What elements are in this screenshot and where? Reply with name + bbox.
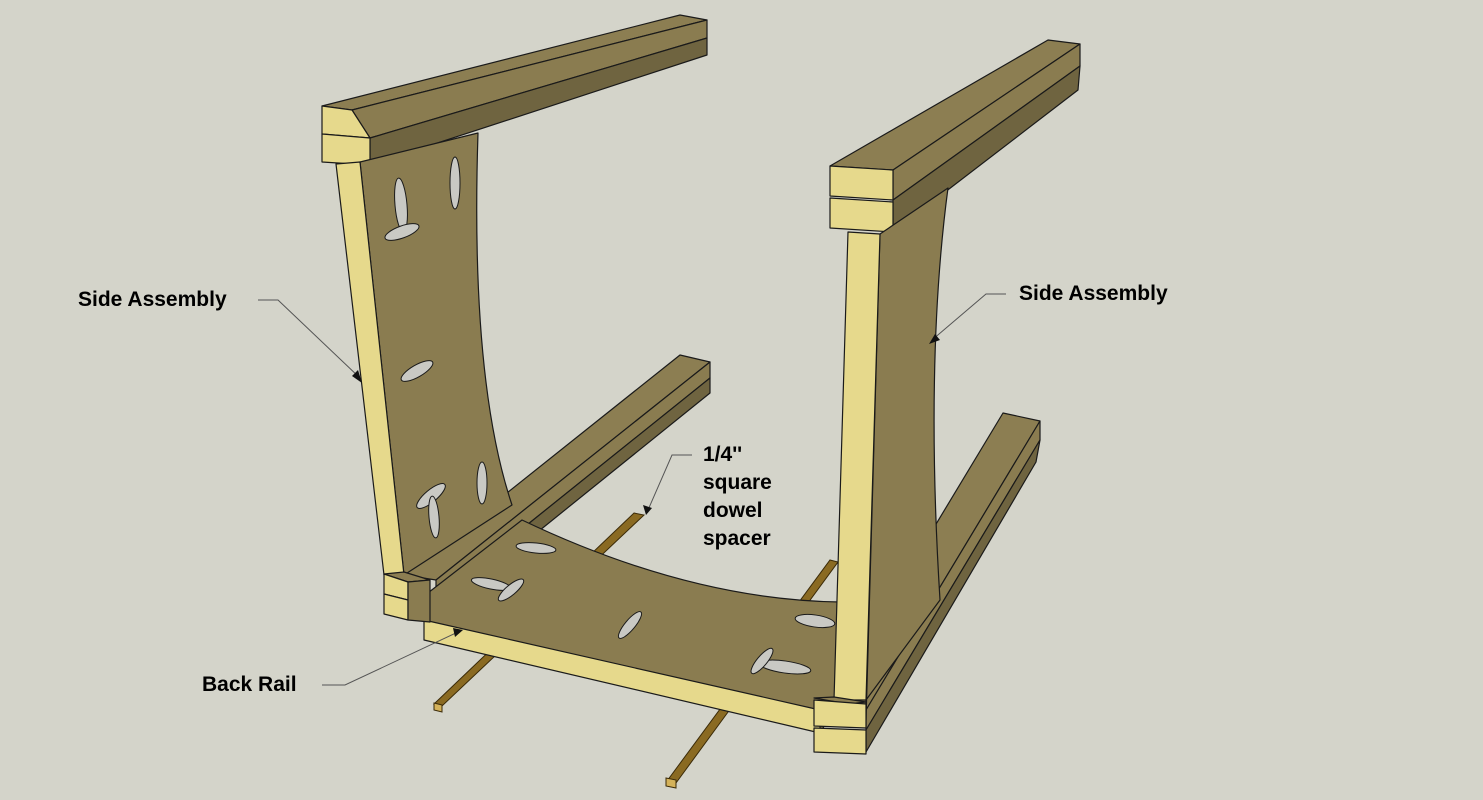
dowel-label-line-2: square: [703, 471, 772, 494]
side-assembly-right: [813, 39, 1081, 755]
back-rail-panel: [423, 519, 841, 734]
back-rail-label: Back Rail: [202, 673, 297, 696]
dowel-label-line-1: 1/4'': [703, 443, 743, 466]
dowel-spacer-label: 1/4'' square dowel spacer: [703, 441, 813, 553]
leader-dowel: [643, 454, 692, 515]
side-assembly-left: [321, 14, 708, 623]
leader-back-rail: [322, 628, 463, 686]
dowel-label-line-4: spacer: [703, 527, 771, 550]
leader-side-left: [258, 299, 362, 383]
side-assembly-left-label: Side Assembly: [78, 288, 227, 311]
leader-side-right: [929, 293, 1006, 344]
side-assembly-right-label: Side Assembly: [1019, 282, 1168, 305]
dowel-label-line-3: dowel: [703, 499, 763, 522]
